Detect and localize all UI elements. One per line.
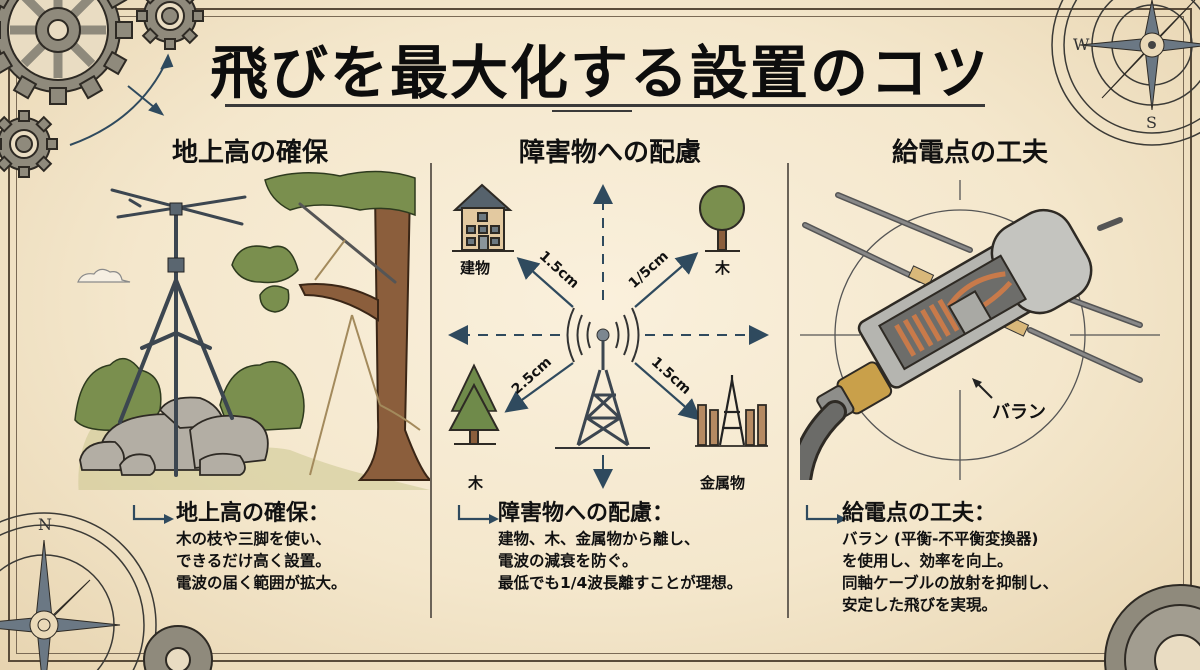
description-line: を使用し、効率を向上。: [842, 552, 1013, 570]
title-underline: [225, 104, 985, 107]
description-obstacles: 障害物への配慮： 建物、木、金属物から離し、 電波の減衰を防ぐ。 最低でも1/4…: [498, 500, 742, 594]
obstacle-label-building: 建物: [460, 259, 491, 277]
description-line: 同軸ケーブルの放射を抑制し、: [842, 574, 1059, 592]
house-icon: [452, 183, 514, 252]
svg-text:S: S: [1146, 113, 1157, 132]
metal-tower-fence-icon: [695, 375, 768, 447]
title-underline-accent: [552, 110, 632, 112]
obstacle-distance-diagram: [448, 183, 769, 489]
balun-illustration: [800, 180, 1160, 480]
description-line: 電波の届く範囲が拡大。: [176, 574, 347, 592]
pine-tree-icon: [448, 363, 500, 445]
gears-icon: [0, 0, 204, 178]
column-divider: [430, 163, 432, 618]
svg-text:W: W: [1073, 35, 1090, 54]
description-title: 給電点の工夫：: [842, 501, 997, 526]
description-feedpoint: 給電点の工夫： バラン (平衡-不平衡変換器) を使用し、効率を向上。 同軸ケー…: [842, 500, 1058, 616]
tripod-antenna-illustration: [60, 170, 430, 490]
svg-text:N: N: [38, 515, 52, 534]
description-line: 最低でも1/4波長離すことが理想。: [498, 574, 743, 592]
description-line: できるだけ高く設置。: [176, 552, 331, 570]
outer-frame: [8, 8, 1192, 662]
balun-callout-label: バラン: [992, 402, 1046, 423]
description-line: 建物、木、金属物から離し、: [498, 530, 700, 548]
column-heading-ground-height: 地上高の確保: [171, 138, 328, 168]
hook-arrow-icon: [457, 505, 499, 524]
description-line: バラン (平衡-不平衡変換器): [842, 530, 1039, 548]
gear-icon: [1104, 584, 1200, 670]
hook-arrow-icon: [805, 505, 847, 524]
inner-frame: [16, 16, 1184, 654]
obstacle-label-pine: 木: [468, 474, 484, 492]
description-line: 木の枝や三脚を使い、: [176, 530, 332, 548]
column-heading-feedpoint: 給電点の工夫: [891, 138, 1048, 168]
obstacle-label-tree: 木: [715, 259, 731, 277]
column-divider: [787, 163, 789, 618]
description-title: 障害物への配慮：: [498, 501, 675, 526]
obstacle-label-metal: 金属物: [700, 474, 746, 492]
hook-arrow-icon: [132, 505, 174, 524]
column-heading-obstacles: 障害物への配慮: [518, 138, 701, 168]
page-title: 飛びを最大化する設置のコツ: [209, 39, 990, 107]
description-line: 安定した飛びを実現。: [842, 596, 998, 614]
description-ground-height: 地上高の確保： 木の枝や三脚を使い、 できるだけ高く設置。 電波の届く範囲が拡大…: [176, 500, 347, 594]
tree-icon: [699, 185, 745, 252]
description-line: 電波の減衰を防ぐ。: [498, 552, 638, 570]
compass-rose-icon: W S: [1051, 0, 1200, 146]
description-title: 地上高の確保：: [176, 501, 331, 526]
compass-rose-icon: N: [0, 512, 213, 670]
